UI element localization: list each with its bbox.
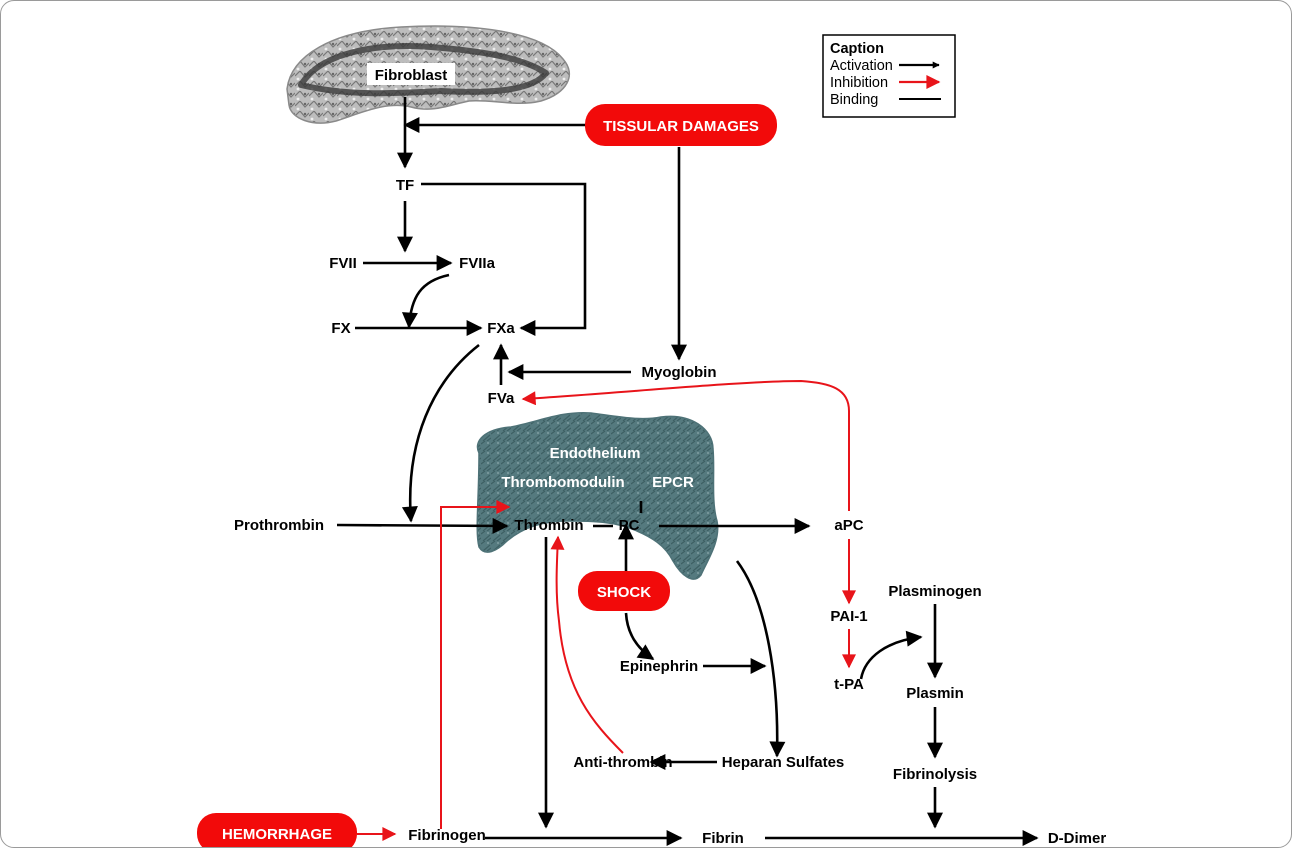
node-heparan-sulfates: Heparan Sulfates: [722, 754, 845, 771]
legend-activation-label: Activation: [830, 58, 893, 74]
node-fxa: FXa: [487, 320, 515, 337]
fibroblast-cell: Fibroblast: [286, 25, 571, 124]
hemorrhage-label: HEMORRHAGE: [222, 826, 332, 843]
node-pai1: PAI-1: [830, 608, 867, 625]
endothelium-label: Endothelium: [550, 445, 641, 462]
epcr-label: EPCR: [652, 474, 694, 491]
node-fviia: FVIIa: [459, 255, 496, 272]
thrombomodulin-label: Thrombomodulin: [501, 474, 624, 491]
node-ddimer: D-Dimer: [1048, 830, 1107, 847]
tissular-damages-label: TISSULAR DAMAGES: [603, 118, 759, 135]
caption-legend: Caption Activation Inhibition Binding: [822, 34, 956, 118]
shock-trigger: SHOCK: [578, 571, 670, 611]
node-prothrombin: Prothrombin: [234, 517, 324, 534]
fibroblast-label: Fibroblast: [375, 67, 448, 84]
hemorrhage-trigger: HEMORRHAGE: [197, 813, 357, 847]
node-antithrombin: Anti-thrombin: [573, 754, 672, 771]
node-thrombin: Thrombin: [514, 517, 583, 534]
legend-inhibition-label: Inhibition: [830, 75, 888, 91]
node-tf: TF: [396, 177, 414, 194]
node-myoglobin: Myoglobin: [642, 364, 717, 381]
tissular-damages-trigger: TISSULAR DAMAGES: [585, 104, 777, 146]
node-apc: aPC: [834, 517, 863, 534]
node-pc: PC: [619, 517, 640, 534]
node-fibrin: Fibrin: [702, 830, 744, 847]
legend-title: Caption: [830, 41, 884, 57]
node-fibrinolysis: Fibrinolysis: [893, 766, 977, 783]
node-fva: FVa: [488, 390, 515, 407]
node-fx: FX: [331, 320, 350, 337]
node-fvii: FVII: [329, 255, 357, 272]
node-fibrinogen: Fibrinogen: [408, 827, 486, 844]
node-epinephrin: Epinephrin: [620, 658, 698, 675]
node-tpa: t-PA: [834, 676, 864, 693]
shock-label: SHOCK: [597, 584, 651, 601]
nodes: TF FVII FVIIa FX FXa Myoglobin FVa Proth…: [234, 177, 1106, 847]
endothelium-cell: Endothelium Thrombomodulin EPCR: [476, 411, 719, 580]
node-plasminogen: Plasminogen: [888, 583, 981, 600]
inhibition-arrows: [357, 379, 856, 841]
fibroblast-label-bg: [367, 63, 455, 85]
node-plasmin: Plasmin: [906, 685, 964, 702]
activation-arrows: [336, 97, 1039, 846]
legend-binding-label: Binding: [830, 92, 878, 108]
